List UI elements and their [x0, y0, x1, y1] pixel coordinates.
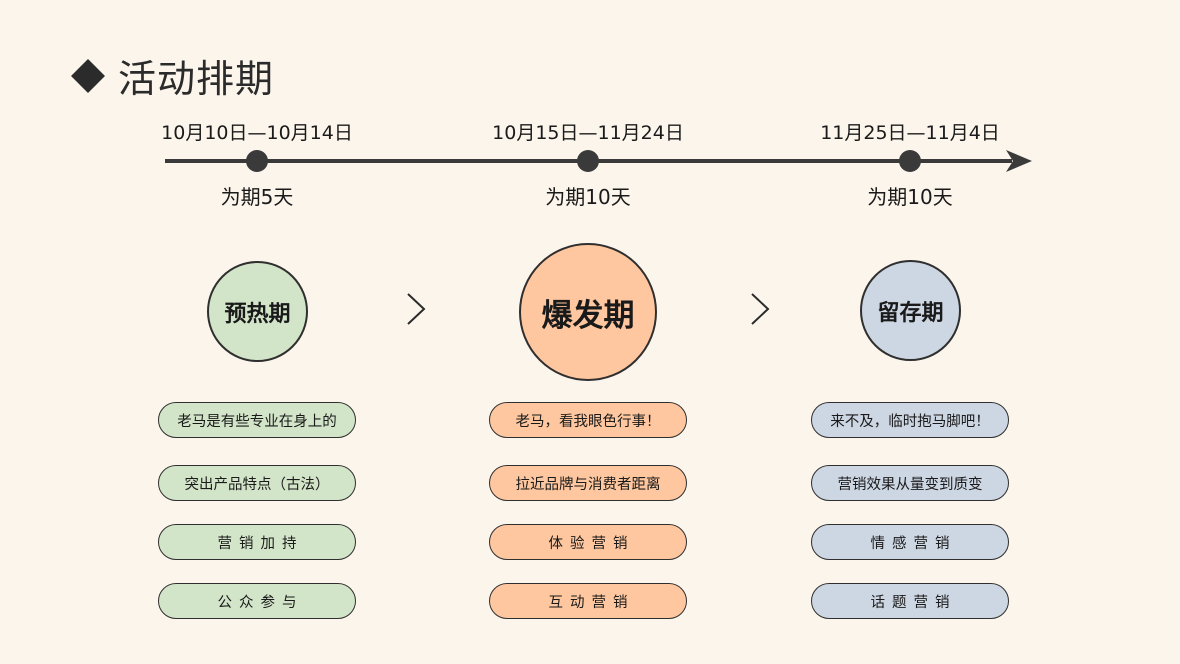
phase-1-item: 突出产品特点（古法） [158, 465, 356, 501]
phase-3-date: 11月25日—11月4日 [820, 122, 1000, 144]
phase-3-circle: 留存期 [860, 260, 961, 361]
phase-1-date: 10月10日—10月14日 [161, 122, 353, 144]
phase-3-name: 留存期 [877, 300, 944, 326]
timeline-dot-3 [899, 150, 921, 172]
page-title: 活动排期 [118, 57, 275, 101]
phase-3-item: 话题营销 [811, 583, 1009, 619]
phase-2-duration: 为期10天 [545, 185, 631, 209]
timeline-dot-2 [577, 150, 599, 172]
phase-1-name: 预热期 [224, 301, 291, 327]
timeline-dot-1 [246, 150, 268, 172]
phase-3-item: 营销效果从量变到质变 [811, 465, 1009, 501]
arrow-head-icon [1006, 150, 1032, 172]
phase-3-item: 来不及，临时抱马脚吧！ [811, 402, 1009, 438]
page-title-group: 活动排期 [71, 48, 275, 103]
phase-2-circle: 爆发期 [519, 243, 657, 381]
phase-2-item: 老马，看我眼色行事！ [489, 402, 687, 438]
phase-2-item: 体验营销 [489, 524, 687, 560]
phase-1-circle: 预热期 [207, 261, 308, 362]
phase-2-date: 10月15日—11月24日 [492, 122, 684, 144]
phase-3-item: 情感营销 [811, 524, 1009, 560]
diamond-icon [71, 58, 105, 93]
phase-1-item: 老马是有些专业在身上的 [158, 402, 356, 438]
phase-1-duration: 为期5天 [220, 185, 294, 209]
phase-2-item: 互动营销 [489, 583, 687, 619]
chevron-right-icon [751, 293, 770, 325]
phase-3-duration: 为期10天 [867, 185, 953, 209]
phase-2-item: 拉近品牌与消费者距离 [489, 465, 687, 501]
phase-1-item: 公众参与 [158, 583, 356, 619]
chevron-right-icon [407, 293, 426, 325]
phase-2-name: 爆发期 [541, 297, 635, 334]
phase-1-item: 营销加持 [158, 524, 356, 560]
